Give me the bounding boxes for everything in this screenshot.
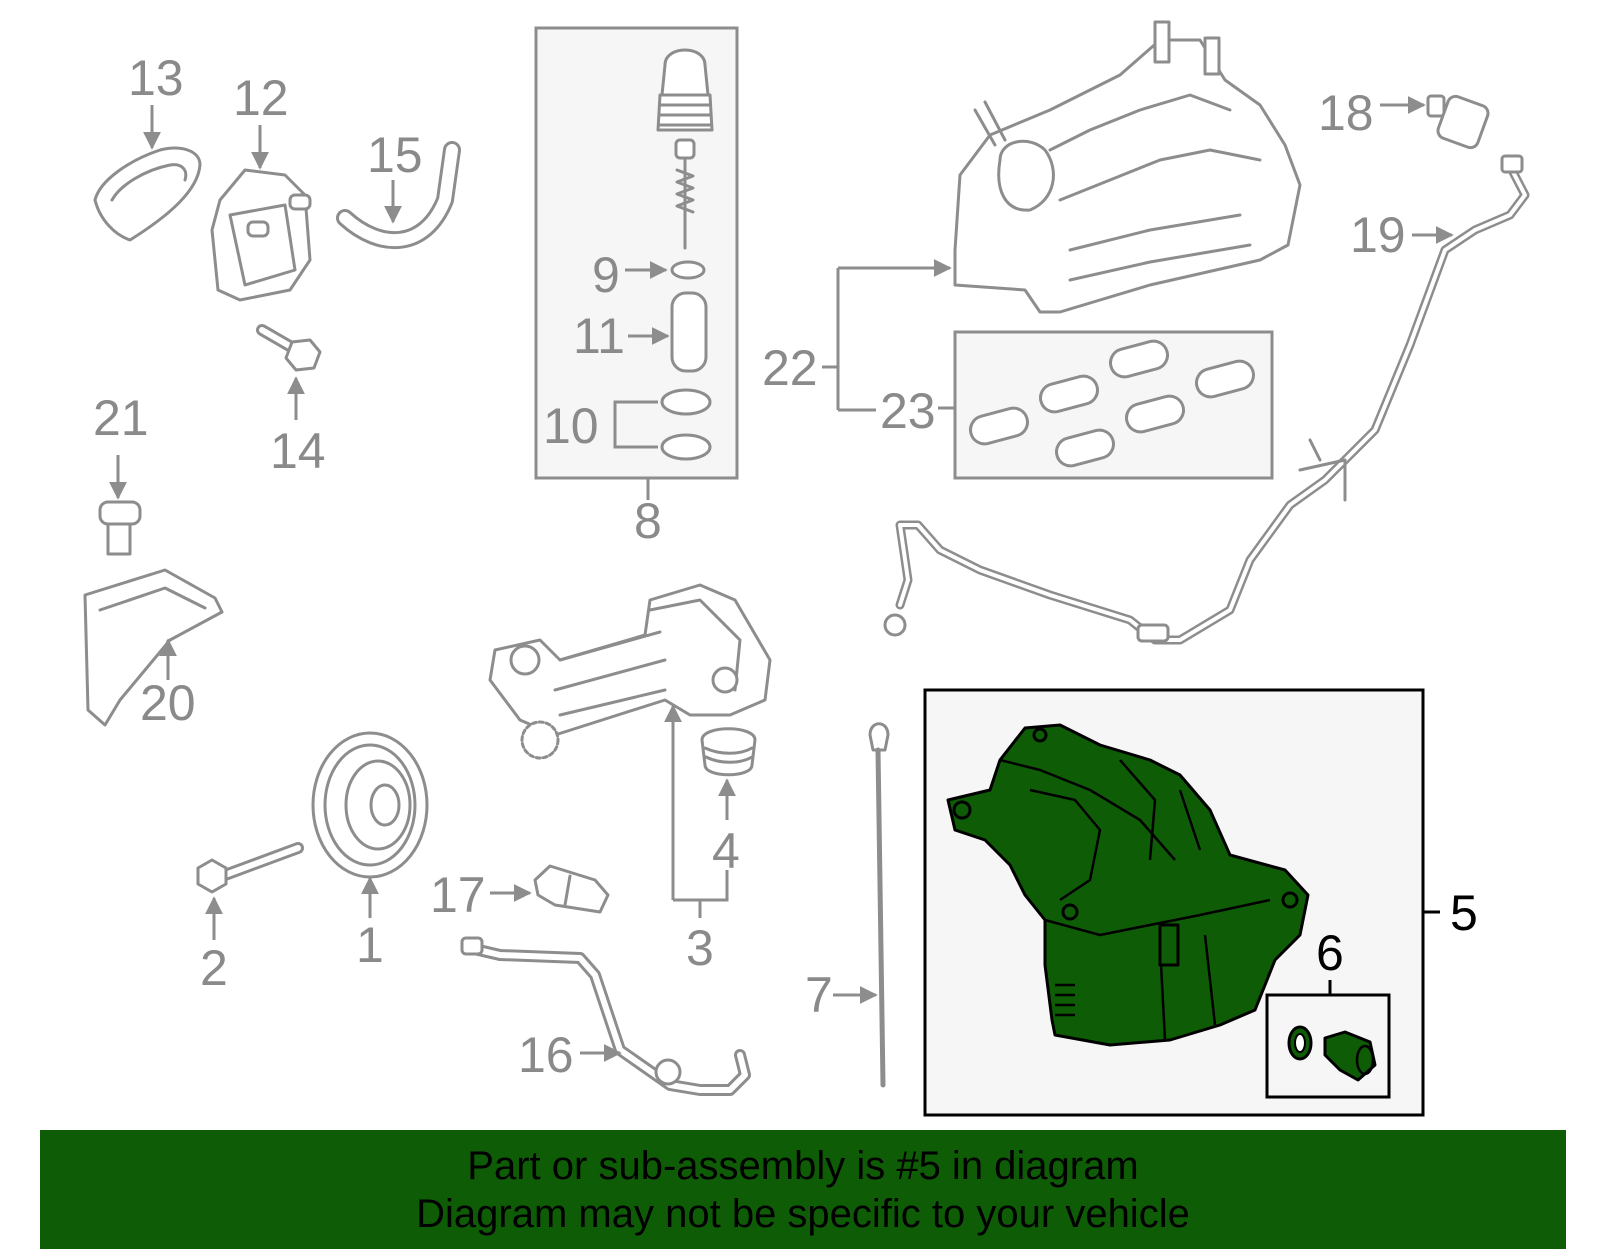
part-7-dipstick [868, 722, 890, 1088]
label-9: 9 [592, 247, 620, 303]
part-18-sensor [1426, 94, 1490, 150]
label-16: 16 [518, 1027, 574, 1083]
label-8: 8 [634, 493, 662, 549]
label-15: 15 [367, 127, 423, 183]
part-11-filter [670, 291, 708, 373]
label-21: 21 [93, 390, 149, 446]
label-20: 20 [140, 675, 196, 731]
part-19-harness [883, 154, 1530, 645]
label-18: 18 [1318, 85, 1374, 141]
part-8-valve-stem [674, 138, 696, 250]
label-23: 23 [880, 383, 936, 439]
label-11: 11 [573, 308, 625, 364]
label-17: 17 [430, 867, 486, 923]
part-10-seal-a [660, 388, 712, 416]
part-23-gaskets [969, 339, 1255, 468]
part-13-cover [93, 146, 202, 242]
label-2: 2 [200, 940, 228, 996]
part-6-drain-plug [1287, 1025, 1377, 1082]
label-12: 12 [233, 70, 289, 126]
part-22-manifold [953, 20, 1302, 314]
label-5: 5 [1450, 885, 1478, 941]
label-6: 6 [1316, 925, 1344, 981]
part-5-oil-pan [946, 723, 1310, 1047]
label-22: 22 [762, 340, 818, 396]
leader-10 [613, 400, 658, 449]
label-10: 10 [543, 398, 599, 454]
part-3-oil-pump [488, 583, 772, 760]
label-19: 19 [1350, 207, 1406, 263]
kit-6-box [1265, 993, 1391, 1099]
label-3: 3 [686, 920, 714, 976]
part-12-housing [210, 168, 312, 302]
label-7: 7 [805, 967, 833, 1023]
part-8-filter-cap [656, 48, 714, 132]
part-2-bolt [196, 842, 304, 894]
leader-3b [673, 870, 729, 902]
leader-22 [822, 268, 950, 410]
part-15-hose [336, 141, 461, 250]
banner-line-2: Diagram may not be specific to your vehi… [416, 1191, 1190, 1236]
part-1-pulley [311, 731, 429, 879]
label-1: 1 [356, 917, 384, 973]
info-banner: Part or sub-assembly is #5 in diagram Di… [40, 1130, 1566, 1249]
part-4-seal [700, 727, 757, 777]
part-10-seal-b [660, 433, 712, 461]
part-14-bolt [256, 324, 322, 372]
part-17-sensor [533, 864, 610, 914]
label-14: 14 [270, 423, 326, 479]
leader-23 [838, 406, 955, 412]
label-4: 4 [712, 823, 740, 879]
label-13: 13 [128, 50, 184, 106]
part-16-tube [460, 936, 751, 1096]
part-9-oring [670, 260, 706, 280]
part-21-bolt [98, 500, 142, 556]
banner-line-1: Part or sub-assembly is #5 in diagram [467, 1143, 1139, 1188]
